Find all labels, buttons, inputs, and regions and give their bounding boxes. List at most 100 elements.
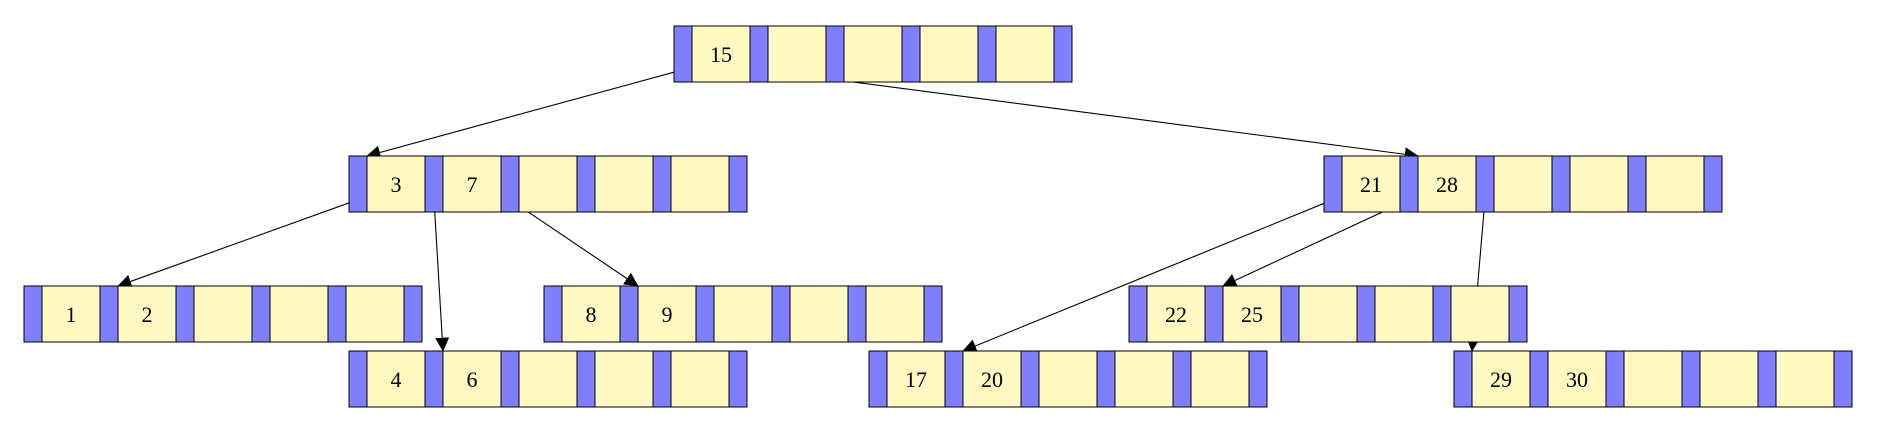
- key-label: 6: [467, 367, 478, 392]
- pointer-cell: [1356, 285, 1376, 343]
- key-label: 21: [1360, 172, 1382, 197]
- pointer-cell: [576, 350, 596, 408]
- key-cell: [713, 285, 773, 343]
- key-label: 29: [1490, 367, 1512, 392]
- edges-layer: [117, 69, 1486, 353]
- key-cell: [1547, 350, 1607, 408]
- pointer-cell: [652, 155, 672, 213]
- key-label: 4: [391, 367, 402, 392]
- pointer-cell: [576, 155, 596, 213]
- key-cell: [1146, 285, 1206, 343]
- pointer-cell: [1475, 155, 1495, 213]
- pointer-cell: [99, 285, 119, 343]
- pointer-cell: [1053, 25, 1073, 83]
- pointer-cell: [500, 155, 520, 213]
- key-cell: [789, 285, 849, 343]
- key-cell: [886, 350, 946, 408]
- pointer-cell: [1172, 350, 1192, 408]
- key-cell: [1298, 285, 1358, 343]
- pointer-cell: [543, 285, 563, 343]
- pointer-cell: [673, 25, 693, 83]
- key-label: 20: [981, 367, 1003, 392]
- edge-left-internal-to-leaf-1-2: [117, 199, 359, 289]
- key-cell: [637, 285, 697, 343]
- key-label: 17: [905, 367, 927, 392]
- pointer-cell: [424, 350, 444, 408]
- key-cell: [366, 155, 426, 213]
- pointer-cell: [424, 155, 444, 213]
- key-cell: [1775, 350, 1835, 408]
- key-label: 28: [1436, 172, 1458, 197]
- pointer-cell: [847, 285, 867, 343]
- pointer-cell: [728, 350, 748, 408]
- pointer-cell: [1529, 350, 1549, 408]
- pointer-cell: [175, 285, 195, 343]
- node-leaf-22-25: 22 25: [1128, 285, 1528, 343]
- key-cell: [41, 285, 101, 343]
- key-label: 2: [142, 302, 153, 327]
- pointer-cell: [923, 285, 943, 343]
- key-cell: [117, 285, 177, 343]
- pointer-cell: [327, 285, 347, 343]
- pointer-cell: [1627, 155, 1647, 213]
- key-cell: [1222, 285, 1282, 343]
- edge-left-internal-to-leaf-8-9: [509, 199, 639, 287]
- node-leaf-29-30: 29 30: [1453, 350, 1853, 408]
- pointer-cell: [695, 285, 715, 343]
- key-cell: [995, 25, 1055, 83]
- key-cell: [865, 285, 925, 343]
- pointer-cell: [619, 285, 639, 343]
- key-label: 15: [710, 42, 732, 67]
- key-cell: [767, 25, 827, 83]
- pointer-cell: [652, 350, 672, 408]
- key-cell: [670, 155, 730, 213]
- pointer-cell: [1432, 285, 1452, 343]
- pointer-cell: [1020, 350, 1040, 408]
- key-cell: [442, 350, 502, 408]
- pointer-cell: [1280, 285, 1300, 343]
- key-label: 30: [1566, 367, 1588, 392]
- key-cell: [1569, 155, 1629, 213]
- pointer-cell: [1096, 350, 1116, 408]
- key-cell: [594, 350, 654, 408]
- pointer-cell: [825, 25, 845, 83]
- pointer-cell: [348, 155, 368, 213]
- key-cell: [1645, 155, 1705, 213]
- node-right-internal: 21 28: [1323, 155, 1723, 213]
- key-cell: [1190, 350, 1250, 408]
- key-cell: [1038, 350, 1098, 408]
- pointer-cell: [1453, 350, 1473, 408]
- edge-root-to-left-internal: [366, 69, 684, 160]
- pointer-cell: [771, 285, 791, 343]
- key-label: 22: [1165, 302, 1187, 327]
- node-root: 15: [673, 25, 1073, 83]
- key-label: 9: [662, 302, 673, 327]
- key-cell: [691, 25, 751, 83]
- key-label: 7: [467, 172, 478, 197]
- key-cell: [345, 285, 405, 343]
- pointer-cell: [1399, 155, 1419, 213]
- key-cell: [1471, 350, 1531, 408]
- pointer-cell: [1681, 350, 1701, 408]
- pointer-cell: [749, 25, 769, 83]
- pointer-cell: [901, 25, 921, 83]
- pointer-cell: [23, 285, 43, 343]
- pointer-cell: [403, 285, 423, 343]
- key-cell: [1623, 350, 1683, 408]
- pointer-cell: [1128, 285, 1148, 343]
- pointer-cell: [1703, 155, 1723, 213]
- key-label: 25: [1241, 302, 1263, 327]
- pointer-cell: [1204, 285, 1224, 343]
- key-cell: [1114, 350, 1174, 408]
- key-cell: [1699, 350, 1759, 408]
- pointer-cell: [500, 350, 520, 408]
- pointer-cell: [1508, 285, 1528, 343]
- pointer-cell: [251, 285, 271, 343]
- pointer-cell: [1551, 155, 1571, 213]
